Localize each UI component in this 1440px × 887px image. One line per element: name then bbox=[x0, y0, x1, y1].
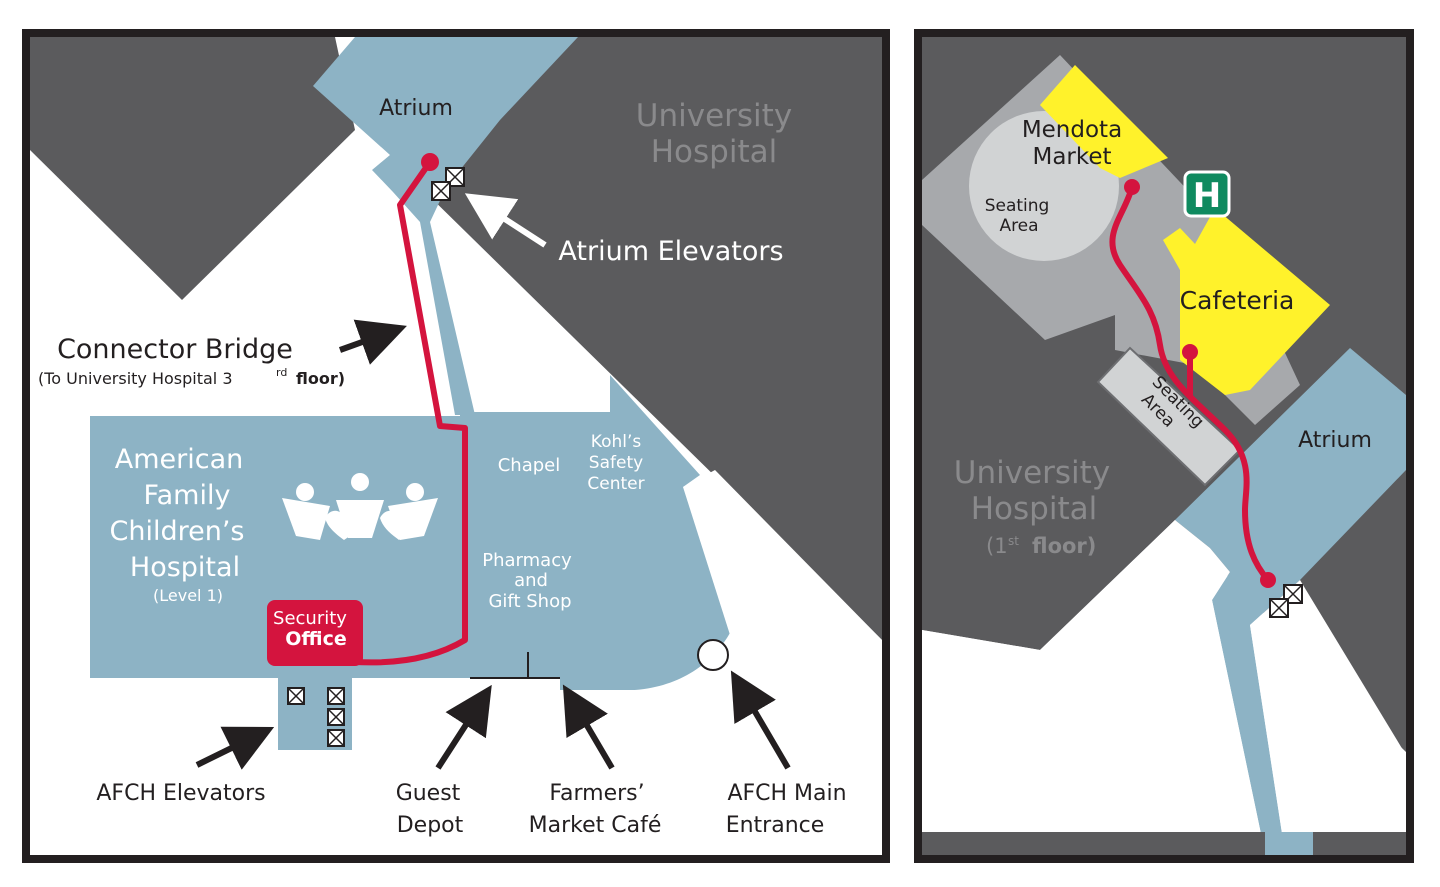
atrium-elevators-arrow bbox=[464, 193, 547, 248]
afch-label-3: Children’s bbox=[110, 516, 245, 547]
hospital-sign-letter: H bbox=[1193, 176, 1221, 216]
route-line-left bbox=[329, 159, 468, 666]
university-hospital-label-2: Hospital bbox=[651, 134, 777, 170]
guest-depot-arrow bbox=[435, 684, 492, 770]
route-line-right bbox=[1109, 184, 1271, 583]
cafeteria-label: Cafeteria bbox=[1180, 286, 1295, 315]
afch-elevators-arrow bbox=[195, 726, 275, 770]
seating-round-label-1: Seating bbox=[985, 196, 1050, 216]
main-entrance-marker bbox=[697, 639, 729, 671]
atrium-label: Atrium bbox=[379, 96, 453, 121]
university-hospital-label-2: Hospital bbox=[971, 491, 1097, 527]
afch-floor bbox=[90, 375, 744, 750]
pharmacy-label-3: Gift Shop bbox=[488, 591, 571, 612]
route-endpoint-cafeteria bbox=[1182, 344, 1198, 360]
university-hospital-label-1: University bbox=[636, 98, 792, 134]
afch-logo-icon bbox=[282, 473, 438, 540]
pharmacy-label-1: Pharmacy bbox=[482, 550, 572, 571]
mendota-market bbox=[1040, 65, 1168, 178]
chapel-label: Chapel bbox=[498, 455, 561, 476]
route-endpoint-atrium bbox=[1260, 572, 1276, 588]
entrance-plaza bbox=[683, 470, 882, 855]
atrium-area bbox=[1175, 348, 1406, 853]
atrium-label-right: Atrium bbox=[1298, 428, 1372, 453]
right-map-panel: H Mendota Market Seating Area Cafeteria … bbox=[914, 29, 1414, 863]
seating-round-label-2: Area bbox=[999, 216, 1038, 236]
security-office-label-1: Security bbox=[273, 608, 347, 629]
outdoor-area-right bbox=[1250, 580, 1406, 853]
atrium-elevator-icon bbox=[1269, 584, 1303, 618]
connector-bridge-sub: (To University Hospital 3 bbox=[38, 369, 233, 388]
afch-elevators-label: AFCH Elevators bbox=[96, 781, 265, 806]
main-entrance-arrow bbox=[730, 670, 791, 770]
left-map-panel: Security Office Atrium University Hospit… bbox=[22, 29, 890, 863]
main-entrance-label-2: Entrance bbox=[726, 813, 825, 838]
route-endpoint-mendota bbox=[1124, 179, 1140, 195]
main-entrance-label-1: AFCH Main bbox=[727, 781, 846, 806]
afch-label-2: Family bbox=[144, 480, 231, 511]
university-hospital-label-1: University bbox=[954, 455, 1110, 491]
mendota-label-2: Market bbox=[1032, 144, 1111, 170]
building-left-wing bbox=[30, 37, 355, 300]
university-hospital-building bbox=[418, 37, 882, 640]
connector-bridge-floor: floor) bbox=[296, 369, 345, 388]
route-endpoint-atrium bbox=[421, 153, 439, 171]
security-office-box bbox=[267, 600, 363, 666]
mendota-label-1: Mendota bbox=[1022, 117, 1122, 143]
guest-depot-label-2: Depot bbox=[397, 813, 464, 838]
atrium-elevator-icon bbox=[431, 167, 465, 201]
connector-bridge-arrow bbox=[338, 319, 407, 365]
afch-elevator-icon bbox=[287, 687, 345, 747]
guest-depot-label-1: Guest bbox=[396, 781, 461, 806]
afch-label-1: American bbox=[115, 444, 244, 475]
floor-label-sup: st bbox=[1008, 534, 1019, 548]
corridor-exit bbox=[1265, 832, 1313, 855]
hospital-sign-icon bbox=[1183, 170, 1231, 218]
connector-bridge-sup: rd bbox=[276, 366, 287, 379]
pharmacy-label-2: and bbox=[514, 570, 548, 591]
outdoor-area-left bbox=[922, 520, 1265, 853]
floor-label-suffix: floor) bbox=[1032, 534, 1096, 558]
farmers-market-label-1: Farmers’ bbox=[549, 781, 644, 806]
afch-level-label: (Level 1) bbox=[153, 586, 223, 605]
farmers-market-label-2: Market Café bbox=[529, 813, 662, 838]
bottom-building-strip bbox=[922, 832, 1406, 855]
atrium-elevators-label: Atrium Elevators bbox=[558, 236, 783, 267]
farmers-market-arrow bbox=[562, 684, 615, 770]
atrium-area bbox=[313, 37, 578, 415]
kohls-label-3: Center bbox=[587, 474, 644, 494]
floor-label-prefix: (1 bbox=[986, 534, 1008, 558]
kohls-label-1: Kohl’s bbox=[591, 432, 642, 452]
security-office-label-2: Office bbox=[285, 628, 347, 650]
kohls-label-2: Safety bbox=[589, 453, 643, 473]
cafeteria bbox=[1163, 208, 1330, 395]
connector-bridge-title: Connector Bridge bbox=[57, 334, 293, 365]
afch-label-4: Hospital bbox=[130, 552, 240, 583]
